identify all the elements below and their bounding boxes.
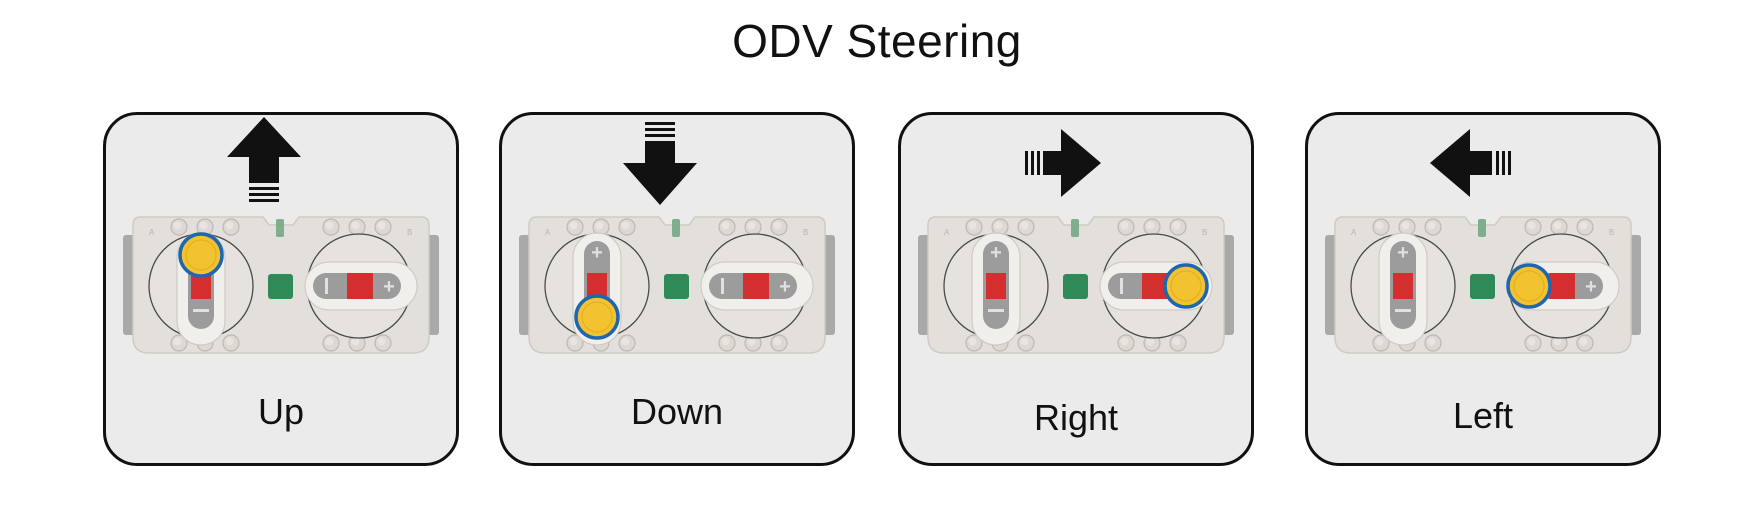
right-lever-red bbox=[1549, 273, 1575, 299]
minus-mark bbox=[1395, 309, 1411, 312]
steering-card-right: AB++ Right bbox=[898, 112, 1254, 466]
steering-card-left: A B + + Left bbox=[1305, 112, 1661, 466]
arrow-down-icon bbox=[623, 122, 697, 205]
steering-card-up: AB++ Up bbox=[103, 112, 459, 466]
minus-mark bbox=[721, 278, 724, 294]
status-led bbox=[1478, 219, 1486, 237]
svg-text:B: B bbox=[1202, 228, 1207, 237]
minus-mark bbox=[193, 309, 209, 312]
right-lever-red bbox=[347, 273, 373, 299]
card-label: Up bbox=[257, 391, 305, 432]
svg-text:B: B bbox=[407, 228, 412, 237]
svg-text:A: A bbox=[944, 228, 950, 237]
card-label: Down bbox=[630, 391, 724, 432]
left-lever-red bbox=[587, 273, 607, 299]
left-lever-red bbox=[191, 273, 211, 299]
arrow-left-icon bbox=[1430, 129, 1511, 197]
left-lever-red bbox=[986, 273, 1006, 299]
status-led bbox=[672, 219, 680, 237]
arrow-right-icon bbox=[1025, 129, 1101, 197]
center-button bbox=[664, 274, 689, 299]
remote-control-diagram: A B + + bbox=[1325, 129, 1641, 354]
center-button bbox=[268, 274, 293, 299]
minus-mark bbox=[325, 278, 328, 294]
svg-text:A: A bbox=[545, 228, 551, 237]
minus-mark bbox=[1120, 278, 1123, 294]
svg-text:+: + bbox=[779, 276, 791, 298]
steering-card-down: A B + + Down bbox=[499, 112, 855, 466]
right-lever-red bbox=[743, 273, 769, 299]
page-title: ODV Steering bbox=[732, 15, 1022, 67]
center-button bbox=[1470, 274, 1495, 299]
svg-text:+: + bbox=[383, 276, 395, 298]
svg-text:+: + bbox=[990, 242, 1002, 264]
minus-mark bbox=[988, 309, 1004, 312]
svg-text:B: B bbox=[803, 228, 808, 237]
remote-control-diagram: A B + + bbox=[519, 122, 835, 354]
status-led bbox=[1071, 219, 1079, 237]
remote-control-diagram: AB++ bbox=[918, 129, 1234, 354]
left-lever-red bbox=[1393, 273, 1413, 299]
card-label: Left bbox=[1452, 395, 1514, 436]
svg-text:+: + bbox=[1585, 276, 1597, 298]
card-label: Right bbox=[1033, 397, 1119, 438]
svg-text:+: + bbox=[591, 242, 603, 264]
status-led bbox=[276, 219, 284, 237]
svg-text:A: A bbox=[1351, 228, 1357, 237]
svg-text:A: A bbox=[149, 228, 155, 237]
remote-control-diagram: AB++ bbox=[123, 117, 439, 354]
svg-text:B: B bbox=[1609, 228, 1614, 237]
center-button bbox=[1063, 274, 1088, 299]
arrow-up-icon bbox=[227, 117, 301, 202]
svg-text:+: + bbox=[1397, 242, 1409, 264]
